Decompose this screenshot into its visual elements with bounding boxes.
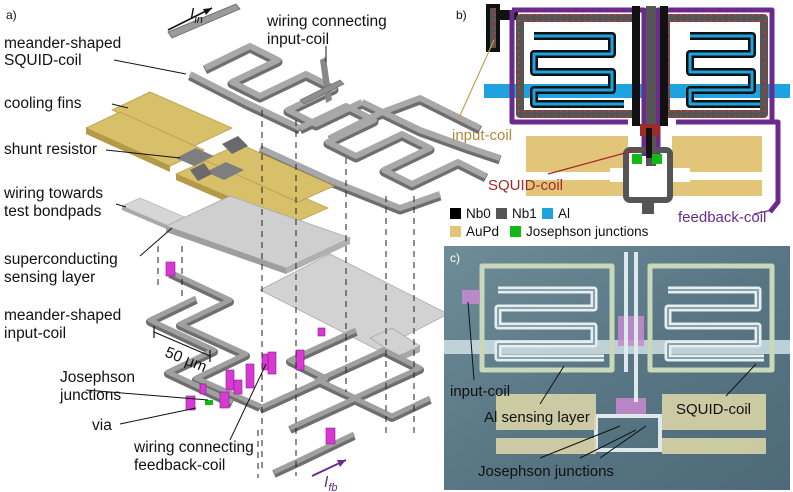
josephson-junction-mark bbox=[205, 400, 213, 405]
via-pillar bbox=[267, 351, 277, 375]
label-b-input-coil: input-coil bbox=[452, 127, 512, 144]
legend-swatch-jj bbox=[510, 226, 521, 237]
squid-coil-3d bbox=[187, 43, 502, 215]
panel-c: c) bbox=[444, 246, 790, 490]
current-fb-label: Ifb bbox=[324, 474, 338, 492]
leader-lines bbox=[85, 46, 327, 441]
current-in-arrow: Iin bbox=[167, 3, 241, 39]
label-jj-1: Josephson bbox=[60, 369, 135, 386]
label-shunt-resistor: shunt resistor bbox=[4, 141, 97, 158]
feedback-coil-frame bbox=[509, 7, 781, 214]
panel-b-letter: b) bbox=[456, 8, 467, 22]
junction-structure bbox=[623, 128, 673, 214]
vias bbox=[165, 261, 336, 445]
input-wiring-bars bbox=[299, 57, 345, 105]
micrograph-center bbox=[594, 252, 662, 452]
label-c-squid-coil: SQUID-coil bbox=[676, 401, 751, 418]
label-wiring-input-1: wiring connecting bbox=[266, 13, 387, 30]
legend-label-aupd: AuPd bbox=[466, 224, 499, 239]
label-jj-2: junctions bbox=[59, 387, 121, 404]
micrograph-pads bbox=[496, 394, 766, 454]
label-squid-coil-2: SQUID-coil bbox=[4, 52, 82, 69]
panel-a: a) Iin bbox=[3, 3, 502, 492]
label-wiring-test-2: test bondpads bbox=[4, 203, 102, 220]
via-pillar bbox=[165, 261, 176, 277]
sensing-layer bbox=[164, 195, 352, 274]
label-b-feedback-coil: feedback-coil bbox=[678, 209, 766, 226]
panel-a-letter: a) bbox=[6, 8, 17, 22]
label-c-input-coil: input-coil bbox=[450, 383, 510, 400]
label-via: via bbox=[92, 417, 112, 434]
via-pillar bbox=[219, 391, 230, 409]
projection-lines bbox=[157, 110, 415, 478]
via-pillar bbox=[185, 395, 196, 411]
label-b-squid-coil: SQUID-coil bbox=[488, 177, 563, 194]
label-c-jj: Josephson junctions bbox=[478, 463, 614, 480]
via-pillar bbox=[261, 353, 269, 371]
via-pillar bbox=[325, 427, 336, 445]
micrograph-magenta bbox=[462, 290, 646, 416]
via-pillar bbox=[317, 327, 326, 337]
label-wiring-fb-1: wiring connecting bbox=[133, 439, 254, 456]
aupd-pads bbox=[526, 136, 762, 196]
input-coil-3d bbox=[146, 269, 432, 478]
panel-c-letter: c) bbox=[450, 251, 460, 265]
legend: Nb0 Nb1 Al AuPd Josephson junctions bbox=[450, 206, 649, 239]
legend-label-jj: Josephson junctions bbox=[526, 224, 649, 239]
via-pillar bbox=[295, 349, 305, 371]
via-pillar bbox=[233, 379, 243, 395]
label-cooling-fins: cooling fins bbox=[4, 95, 82, 112]
label-input-coil-1: meander-shaped bbox=[4, 307, 121, 324]
via-pillar bbox=[245, 363, 255, 389]
legend-swatch-nb1 bbox=[496, 208, 507, 219]
legend-swatch-al bbox=[542, 208, 553, 219]
legend-label-nb1: Nb1 bbox=[512, 206, 537, 221]
panel-b-leaders bbox=[457, 39, 773, 215]
current-fb-arrow: Ifb bbox=[311, 459, 347, 492]
panel-b: b) bbox=[450, 4, 790, 239]
label-input-coil-2: input-coil bbox=[4, 325, 66, 342]
label-squid-coil-1: meander-shaped bbox=[4, 35, 121, 52]
label-sensing-1: superconducting bbox=[4, 251, 118, 268]
label-wiring-test-1: wiring towards bbox=[3, 185, 103, 202]
current-in-label: Iin bbox=[190, 6, 203, 26]
label-c-al-sensing: Al sensing layer bbox=[484, 409, 590, 426]
label-sensing-2: sensing layer bbox=[4, 269, 95, 286]
micrograph-coils bbox=[479, 263, 775, 373]
legend-swatch-aupd bbox=[450, 226, 461, 237]
label-wiring-fb-2: feedback-coil bbox=[134, 457, 225, 474]
legend-label-al: Al bbox=[558, 206, 570, 221]
panel-c-leaders bbox=[467, 301, 757, 459]
legend-label-nb0: Nb0 bbox=[466, 206, 491, 221]
aupd-notches bbox=[610, 168, 690, 182]
panel-a-labels: wiring connecting input-coil meander-sha… bbox=[3, 13, 387, 474]
via-pillar bbox=[225, 369, 235, 391]
squid-coil-loops bbox=[516, 14, 768, 118]
shunt-resistor bbox=[176, 136, 248, 181]
label-wiring-input-2: input-coil bbox=[267, 31, 329, 48]
input-pads bbox=[486, 4, 518, 52]
legend-swatch-nb0 bbox=[450, 208, 461, 219]
via-pillar bbox=[199, 383, 207, 395]
